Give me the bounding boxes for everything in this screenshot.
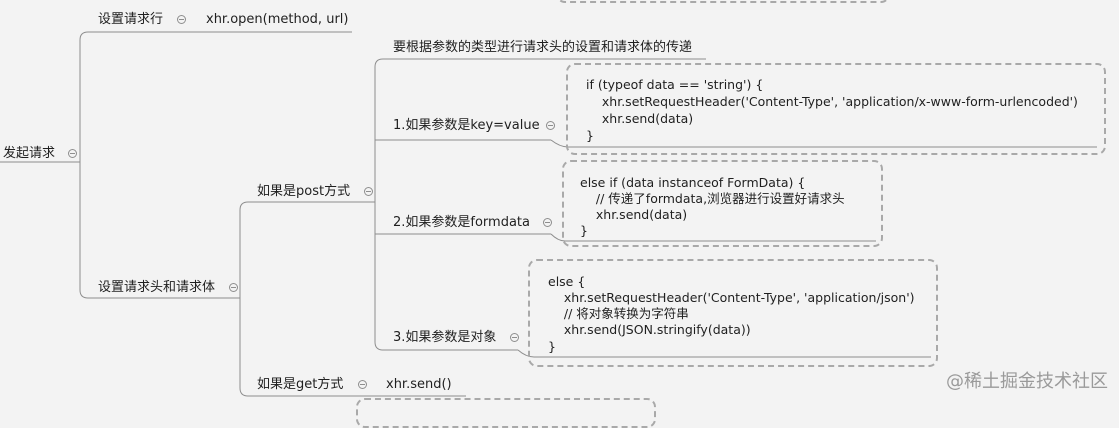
case2-code-line: } xyxy=(580,223,588,238)
case2-code-line: else if (data instanceof FormData) { xyxy=(580,175,806,190)
mindmap-connector-lines xyxy=(0,31,1097,397)
case1-code-line: } xyxy=(586,128,594,143)
case2-code-line: // 传递了formdata,浏览器进行设置好请求头 xyxy=(580,191,845,206)
headers-body-trunk xyxy=(239,201,249,397)
request-line-node-label: 设置请求行 xyxy=(98,12,164,27)
request-line-code: xhr.open(method, url) xyxy=(206,12,349,27)
get-node-label: 如果是get方式 xyxy=(257,377,344,392)
post-trunk xyxy=(374,58,384,351)
post-note-label: 要根据参数的类型进行请求头的设置和请求体的传递 xyxy=(393,40,693,55)
case1-collapse-toggle[interactable] xyxy=(546,121,555,130)
root-node-label: 发起请求 xyxy=(3,146,56,161)
case1-code-box xyxy=(566,63,1106,155)
get-code: xhr.send() xyxy=(386,377,452,392)
case1-node-label: 1.如果参数是key=value xyxy=(393,118,540,133)
request-line-collapse-toggle[interactable] xyxy=(177,15,186,24)
root-trunk xyxy=(79,31,89,299)
case3-code-line: xhr.send(JSON.stringify(data)) xyxy=(548,322,751,337)
case3-code-line: xhr.setRequestHeader('Content-Type', 'ap… xyxy=(548,290,915,305)
headers-body-collapse-toggle[interactable] xyxy=(229,283,238,292)
case3-code-underline xyxy=(517,349,931,358)
case2-node-label: 2.如果参数是formdata xyxy=(393,215,530,230)
case1-code-line: xhr.setRequestHeader('Content-Type', 'ap… xyxy=(586,94,1078,109)
case3-code-line: // 将对象转换为字符串 xyxy=(548,306,689,321)
root-collapse-toggle[interactable] xyxy=(68,149,77,158)
post-node-label: 如果是post方式 xyxy=(257,184,351,199)
case3-code-line: else { xyxy=(548,274,586,289)
post-collapse-toggle[interactable] xyxy=(364,187,373,196)
case3-collapse-toggle[interactable] xyxy=(510,333,519,342)
watermark-text: @稀土掘金技术社区 xyxy=(946,371,1108,392)
get-collapse-toggle[interactable] xyxy=(358,380,367,389)
case1-code-line: if (typeof data == 'string') { xyxy=(586,77,764,92)
cropped-code-box-top xyxy=(556,0,890,3)
case2-code-box xyxy=(562,160,883,247)
case2-collapse-toggle[interactable] xyxy=(543,218,552,227)
case3-code-box xyxy=(528,259,938,367)
case2-code-line: xhr.send(data) xyxy=(580,207,688,222)
case3-node-label: 3.如果参数是对象 xyxy=(393,330,497,345)
case1-code-line: xhr.send(data) xyxy=(586,111,694,126)
headers-body-node-label: 设置请求头和请求体 xyxy=(98,280,216,295)
cropped-code-box-bottom xyxy=(356,398,656,428)
case3-code-line: } xyxy=(548,339,556,354)
